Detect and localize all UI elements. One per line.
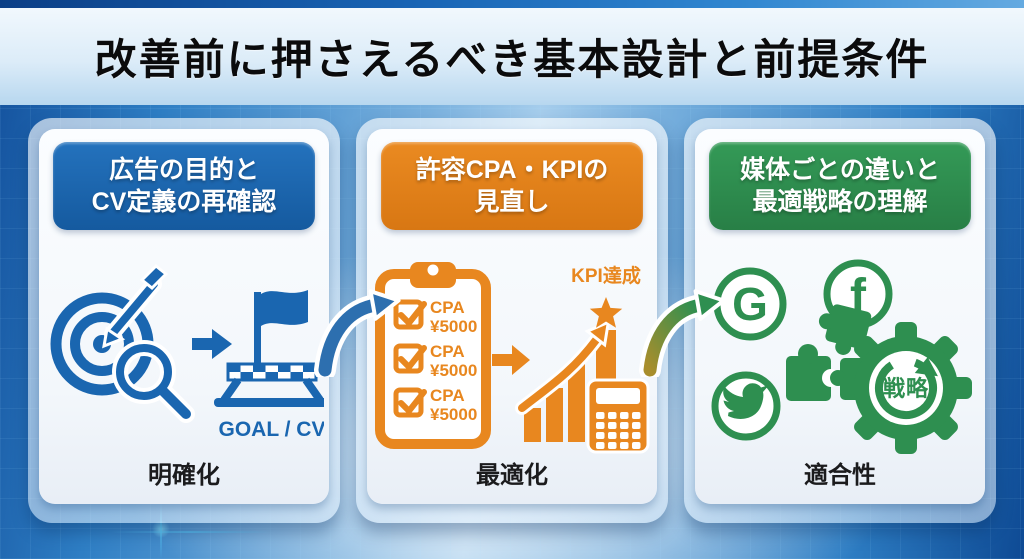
card-media-strategy-header: 媒体ごとの違いと 最適戦略の理解 <box>709 142 971 230</box>
card-header-line1: 許容CPA・KPIの <box>415 155 609 184</box>
card-media-strategy-body: 媒体ごとの違いと 最適戦略の理解 G f <box>695 129 985 504</box>
card-media-strategy-icons: G f <box>700 256 980 456</box>
card-ad-purpose-header: 広告の目的と CV定義の再確認 <box>53 142 315 230</box>
top-accent-bar <box>0 0 1024 8</box>
card-cpa-kpi-body: 許容CPA・KPIの 見直し CPA ¥5000 CPA <box>367 129 657 504</box>
twitter-icon <box>711 371 781 441</box>
title-band: 改善前に押さえるべき基本設計と前提条件 <box>0 8 1024 105</box>
card-bottom-label: 明確化 <box>148 462 220 489</box>
card-cpa-kpi-icons: CPA ¥5000 CPA ¥5000 CPA ¥5000 <box>372 256 652 456</box>
checklist-item-text: ¥5000 <box>430 317 477 336</box>
light-streak <box>110 531 270 533</box>
curved-arrow-icon <box>639 289 726 381</box>
checklist-item-text: ¥5000 <box>430 361 477 380</box>
card-ad-purpose: 広告の目的と CV定義の再確認 <box>28 118 340 523</box>
card-cpa-kpi-header: 許容CPA・KPIの 見直し <box>381 142 643 230</box>
card-ad-purpose-icons: GOAL / CV <box>44 256 330 456</box>
flow-arrow-green <box>638 282 728 381</box>
right-arrow-icon <box>192 329 232 359</box>
right-arrow-icon <box>492 345 530 375</box>
cards-row: 広告の目的と CV定義の再確認 <box>28 118 996 523</box>
gear-label: 戦略 <box>883 376 929 401</box>
star-icon <box>589 297 623 328</box>
clipboard-checklist-icon: CPA ¥5000 CPA ¥5000 CPA ¥5000 <box>375 262 491 449</box>
google-letter: G <box>732 278 768 330</box>
card-header-line1: 媒体ごとの違いと <box>740 155 940 184</box>
card-bottom-label: 適合性 <box>804 462 876 489</box>
target-dart-icon <box>50 263 169 396</box>
checklist-item-text: CPA <box>430 298 465 317</box>
calculator-icon <box>586 378 650 454</box>
card-header-line2: CV定義の再確認 <box>91 188 277 216</box>
card-media-strategy: 媒体ごとの違いと 最適戦略の理解 G f <box>684 118 996 523</box>
card-cpa-kpi: 許容CPA・KPIの 見直し CPA ¥5000 CPA <box>356 118 668 523</box>
card-header-line2: 見直し <box>474 188 550 216</box>
checklist-item-text: CPA <box>430 342 465 361</box>
flow-arrow-blue <box>313 282 403 381</box>
card-bottom-label: 最適化 <box>476 462 548 489</box>
curved-arrow-icon <box>314 289 401 381</box>
card-ad-purpose-body: 広告の目的と CV定義の再確認 <box>39 129 330 504</box>
magnifier-icon <box>112 340 195 423</box>
card-header-line2: 最適戦略の理解 <box>752 188 928 216</box>
goal-flag-icon: GOAL / CV <box>214 290 330 441</box>
checklist-item-text: CPA <box>430 386 465 405</box>
page-title: 改善前に押さえるべき基本設計と前提条件 <box>94 36 930 83</box>
checklist-item-text: ¥5000 <box>430 405 477 424</box>
goal-cv-label: GOAL / CV <box>219 418 324 441</box>
strategy-gear-icon: 戦略 <box>840 322 972 454</box>
kpi-achieved-label: KPI達成 <box>571 264 641 287</box>
card-header-line1: 広告の目的と <box>108 155 259 184</box>
